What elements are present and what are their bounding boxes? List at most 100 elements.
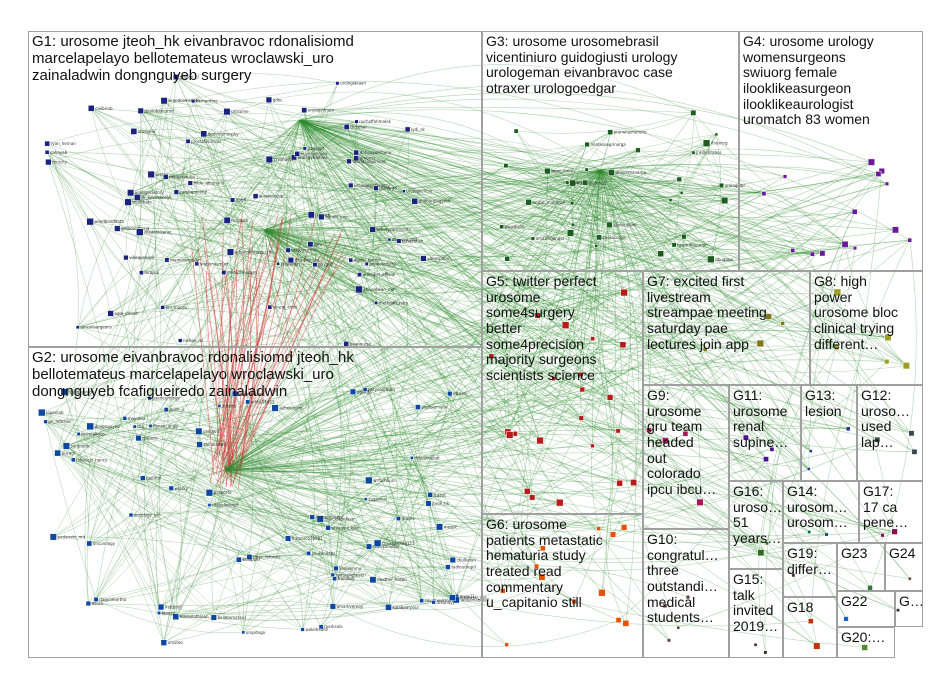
edge xyxy=(366,239,390,265)
node-marker xyxy=(584,141,590,148)
edge xyxy=(117,228,377,304)
edge xyxy=(224,250,794,471)
edge xyxy=(130,514,250,558)
edge xyxy=(269,126,347,160)
edge xyxy=(264,144,588,231)
edge xyxy=(389,239,543,578)
edge xyxy=(224,226,502,471)
edge xyxy=(352,391,560,503)
edge xyxy=(359,240,399,275)
node xyxy=(690,109,697,116)
edge xyxy=(598,185,722,238)
edge xyxy=(572,185,722,226)
edge xyxy=(46,152,429,504)
node xyxy=(851,208,858,215)
edge xyxy=(599,169,767,460)
node-marker xyxy=(122,416,128,421)
edge xyxy=(268,91,601,171)
node-label: jnkillebrabos xyxy=(695,150,721,155)
node-label: dr_kevinmoron xyxy=(142,195,172,200)
edge xyxy=(372,132,611,580)
node xyxy=(500,588,506,594)
edge xyxy=(346,126,424,259)
node-marker xyxy=(506,431,514,439)
edge xyxy=(57,452,239,560)
edge xyxy=(235,270,238,476)
edge xyxy=(46,152,450,394)
edge xyxy=(299,119,813,255)
edge xyxy=(133,131,189,142)
edge xyxy=(110,129,408,314)
node-marker xyxy=(833,344,840,351)
edge xyxy=(599,169,855,249)
node: vanaspdorn xyxy=(420,255,451,262)
edge xyxy=(238,480,370,560)
edge xyxy=(163,100,311,245)
node: anobelodiaho xyxy=(364,262,397,267)
edge xyxy=(299,119,899,611)
edge xyxy=(507,259,712,433)
edge xyxy=(599,169,764,194)
node-label: marc_smith xyxy=(551,169,575,174)
node-label: nnizat_mahmud xyxy=(533,200,566,205)
node xyxy=(620,524,628,531)
node-marker xyxy=(448,594,456,602)
edge xyxy=(299,119,701,503)
edge xyxy=(224,469,701,559)
node xyxy=(615,617,622,623)
edge xyxy=(264,229,492,357)
node-marker xyxy=(60,388,68,396)
group-label-g13: G13: lesion xyxy=(805,388,842,419)
edge xyxy=(227,220,360,275)
edge xyxy=(570,232,684,237)
edge xyxy=(166,409,337,569)
node-marker xyxy=(763,650,768,655)
node-marker xyxy=(598,589,606,597)
node-marker xyxy=(415,404,421,410)
node: bsaporte xyxy=(205,489,232,497)
edge xyxy=(264,170,846,245)
edge xyxy=(224,247,856,471)
edge xyxy=(599,169,783,324)
edge xyxy=(187,141,351,186)
node-marker xyxy=(884,359,890,365)
node-label: wrfoshaurin xyxy=(373,478,397,483)
node-marker xyxy=(362,387,368,392)
edge xyxy=(599,169,823,254)
edge xyxy=(346,126,390,240)
node-label: urosome_bloc xyxy=(332,525,360,530)
edge xyxy=(264,229,543,578)
edge xyxy=(224,343,761,471)
edge xyxy=(130,514,160,614)
edge xyxy=(163,469,226,643)
node-label: prokariuri xyxy=(281,261,300,266)
edge xyxy=(203,133,887,362)
edge xyxy=(310,244,566,333)
edge xyxy=(290,126,347,261)
node xyxy=(635,147,641,153)
edge xyxy=(287,518,399,539)
group-box-g15: G15: talk invited 2019… xyxy=(729,569,783,658)
edge xyxy=(224,469,810,560)
edge xyxy=(320,182,573,627)
node-label: kedivehme xyxy=(339,566,362,571)
node: lrstorrell xyxy=(157,603,182,611)
node-marker xyxy=(365,476,373,485)
node-label: eivanbravoc xyxy=(239,391,264,396)
node xyxy=(763,650,768,655)
node: ndenicol_nancy xyxy=(71,457,108,462)
edge xyxy=(299,119,638,170)
node-marker xyxy=(123,254,129,261)
edge xyxy=(77,263,279,328)
edge xyxy=(41,412,599,529)
edge xyxy=(356,157,907,366)
edge xyxy=(198,431,453,598)
node-marker xyxy=(544,167,551,175)
edge xyxy=(505,165,706,350)
edge xyxy=(368,182,573,481)
edge xyxy=(137,197,279,265)
edge xyxy=(88,526,440,604)
node: nirajsuj xyxy=(138,270,159,275)
node-marker xyxy=(702,139,711,147)
node xyxy=(875,171,882,177)
